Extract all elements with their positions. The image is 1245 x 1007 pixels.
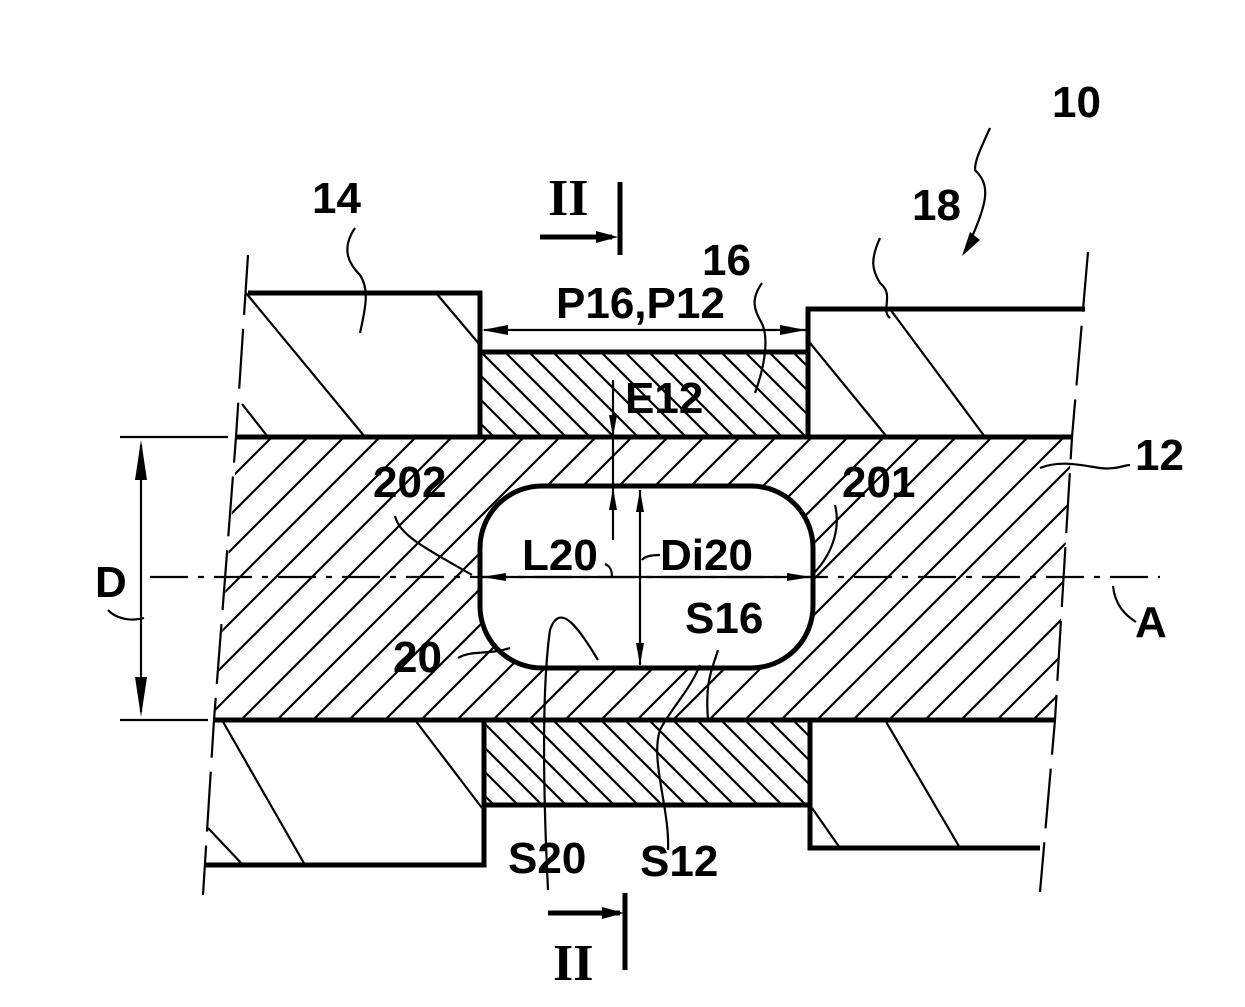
label-16: 16 [702,236,751,285]
label-d: D [95,558,127,607]
hatch-line [1177,437,1245,720]
label-s20: S20 [508,834,586,883]
hatch-line [708,437,993,720]
hatch-line [624,352,711,437]
hatch-line [480,373,543,437]
hatch-line [792,720,809,738]
hatch-line [852,437,1072,720]
hatch-line [385,352,470,437]
hatch-line [648,352,735,437]
hatch-line [215,437,381,720]
hatch-line [624,720,711,805]
sleeve-bottom-hatch [385,720,974,805]
hatch-line [600,720,687,805]
hatch-line [482,767,519,805]
hatch-line [996,437,1072,720]
ring-14-top [248,290,483,437]
hatch-line [482,743,543,805]
label-e12: E12 [625,374,703,423]
label-s12: S12 [640,837,718,886]
break-line-left [201,254,250,896]
label-202: 202 [373,458,446,507]
hatch-line [816,437,1072,720]
hatch-line [215,437,489,720]
label-a: A [1135,598,1167,647]
label-201: 201 [842,458,915,507]
label-di20: Di20 [660,531,753,580]
hatch-line [865,720,950,805]
section-mark-bottom: II [553,935,593,992]
ring-18-top [805,306,1085,437]
hatch-line [482,720,567,805]
hatch-line [215,437,417,720]
hatch-line [528,352,615,437]
label-p16-p12: P16,P12 [556,279,725,328]
label-s16: S16 [685,594,763,643]
label-12: 12 [1135,431,1184,480]
hatch-line [600,352,687,437]
hatch-line [720,352,807,437]
hatch-line [768,720,809,762]
sleeve-16-top [480,349,811,437]
section-mark-top: II [548,170,588,227]
hatch-line [240,437,525,720]
hatch-line [552,352,639,437]
label-18: 18 [912,181,961,230]
hatch-line [504,720,591,805]
hatch-line [480,397,519,437]
label-20: 20 [393,633,442,682]
hatch-line [768,352,808,393]
hatch-line [888,437,1072,720]
hatch-line [482,791,495,805]
hatch-line [672,720,759,805]
ring-14-bottom [205,720,487,868]
hatch-line [744,352,808,417]
hatch-line [960,437,1072,720]
hatch-line [576,720,663,805]
hatch-line [720,720,807,805]
hatch-line [385,720,470,805]
hatch-line [696,352,783,437]
hatch-line [648,720,735,805]
hatch-line [841,720,926,805]
break-line-right [1038,251,1090,893]
hatch-line [817,352,902,437]
hatch-line [672,352,759,437]
hatch-line [576,352,663,437]
hatch-line [1213,437,1245,720]
label-10: 10 [1052,78,1101,127]
hatch-line [889,720,974,805]
sleeve-top-hatch [385,352,926,437]
hatch-line [744,720,809,786]
hatch-line [215,437,345,720]
hatch-line [215,437,309,720]
label-14: 14 [312,174,361,223]
hatch-line [504,352,591,437]
hatch-line [780,437,1065,720]
label-l20: L20 [522,531,598,580]
hatch-line [744,437,1029,720]
ring-18-bottom [807,720,1040,851]
hatch-line [480,352,567,437]
hatch-line [841,352,926,437]
hatch-line [696,720,783,805]
hatch-line [276,437,561,720]
hatch-line [528,720,615,805]
hatch-line [552,720,639,805]
hatch-line [817,720,902,805]
